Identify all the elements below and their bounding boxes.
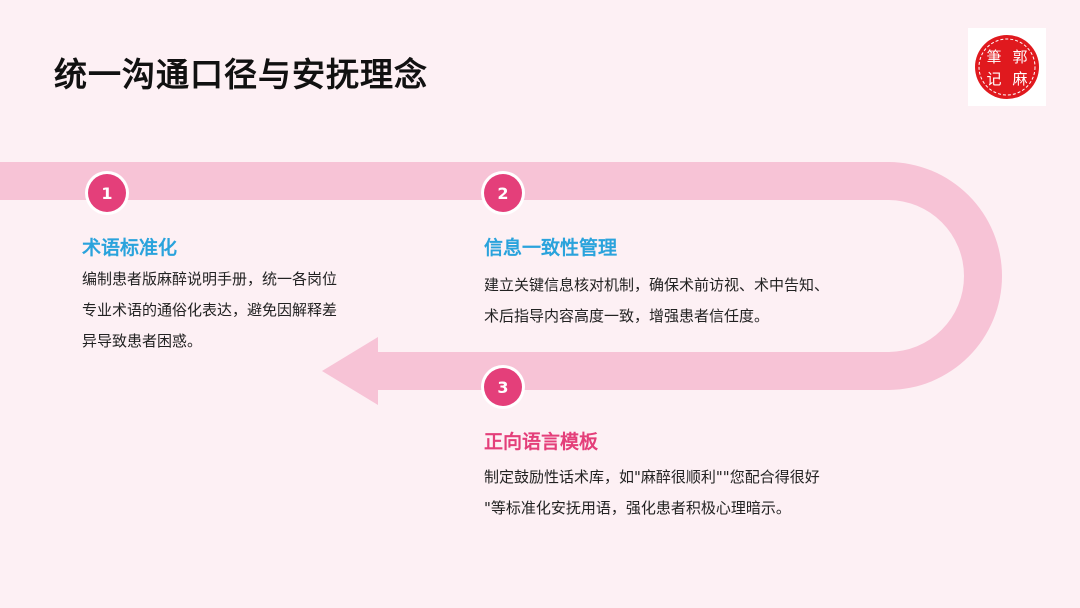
brand-seal-logo: 筆 郭 记 麻 xyxy=(968,28,1046,106)
step-3-desc: 制定鼓励性话术库，如"麻醉很顺利""您配合得很好 "等标准化安抚用语，强化患者积… xyxy=(484,462,820,524)
step-2-title: 信息一致性管理 xyxy=(484,237,618,259)
svg-text:筆: 筆 xyxy=(986,48,1001,66)
svg-text:记: 记 xyxy=(986,70,1001,88)
flow-arrow-head xyxy=(322,337,378,405)
step-1-badge: 1 xyxy=(88,174,126,212)
step-3-desc-line: 制定鼓励性话术库，如"麻醉很顺利""您配合得很好 xyxy=(484,468,820,486)
step-2-desc-line: 建立关键信息核对机制，确保术前访视、术中告知、 xyxy=(484,276,830,294)
svg-text:郭: 郭 xyxy=(1012,48,1027,66)
step-1-title: 术语标准化 xyxy=(82,237,178,259)
step-2-desc: 建立关键信息核对机制，确保术前访视、术中告知、 术后指导内容高度一致，增强患者信… xyxy=(484,270,829,332)
page-title: 统一沟通口径与安抚理念 xyxy=(54,55,428,94)
step-3-title: 正向语言模板 xyxy=(484,431,599,453)
step-1-desc-line: 异导致患者困惑。 xyxy=(82,332,203,350)
step-1-desc-line: 专业术语的通俗化表达，避免因解释差 xyxy=(82,301,338,319)
step-1-desc-line: 编制患者版麻醉说明手册，统一各岗位 xyxy=(82,270,338,288)
step-3-badge: 3 xyxy=(484,368,522,406)
flow-arrow-shaft xyxy=(376,352,422,390)
step-2-desc-line: 术后指导内容高度一致，增强患者信任度。 xyxy=(484,307,770,325)
step-2-badge: 2 xyxy=(484,174,522,212)
step-3-desc-line: "等标准化安抚用语，强化患者积极心理暗示。 xyxy=(484,499,791,517)
step-1-desc: 编制患者版麻醉说明手册，统一各岗位 专业术语的通俗化表达，避免因解释差 异导致患… xyxy=(82,264,337,357)
svg-text:麻: 麻 xyxy=(1012,70,1027,88)
